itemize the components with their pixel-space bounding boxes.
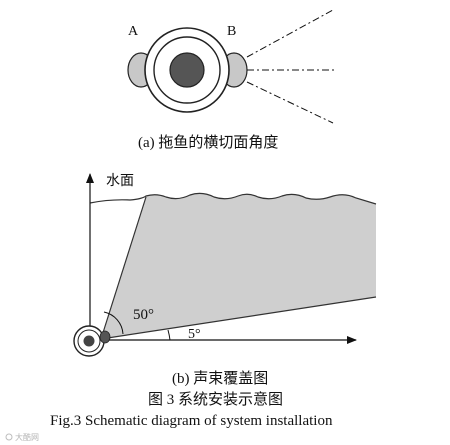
angle-label-5: 5° xyxy=(188,327,201,342)
label-b: B xyxy=(227,24,236,39)
water-surface-label: 水面 xyxy=(106,173,134,189)
angle-label-50: 50° xyxy=(133,307,154,323)
water-surface-line xyxy=(89,192,377,205)
beam-coverage-area xyxy=(101,193,376,339)
figure-caption-en: Fig.3 Schematic diagram of system instal… xyxy=(50,413,333,429)
beam-line-upper xyxy=(246,9,334,58)
figure-caption-cn: 图 3 系统安装示意图 xyxy=(148,390,283,408)
watermark: 大酷网 xyxy=(5,432,39,442)
caption-b: (b) 声束覆盖图 xyxy=(172,369,268,387)
towfish-core xyxy=(169,52,205,88)
beam-edge-lower xyxy=(100,296,377,340)
towfish-side-symbol xyxy=(73,325,111,357)
beam-line-lower xyxy=(246,81,334,124)
label-a: A xyxy=(128,24,139,39)
watermark-text: 大酷网 xyxy=(15,432,39,442)
towfish-cross-section xyxy=(127,9,335,124)
angle-arc-5 xyxy=(167,329,171,341)
caption-a: (a) 拖鱼的横切面角度 xyxy=(138,133,278,151)
angle-arc-50 xyxy=(103,311,124,335)
beam-edge-upper xyxy=(100,196,147,340)
